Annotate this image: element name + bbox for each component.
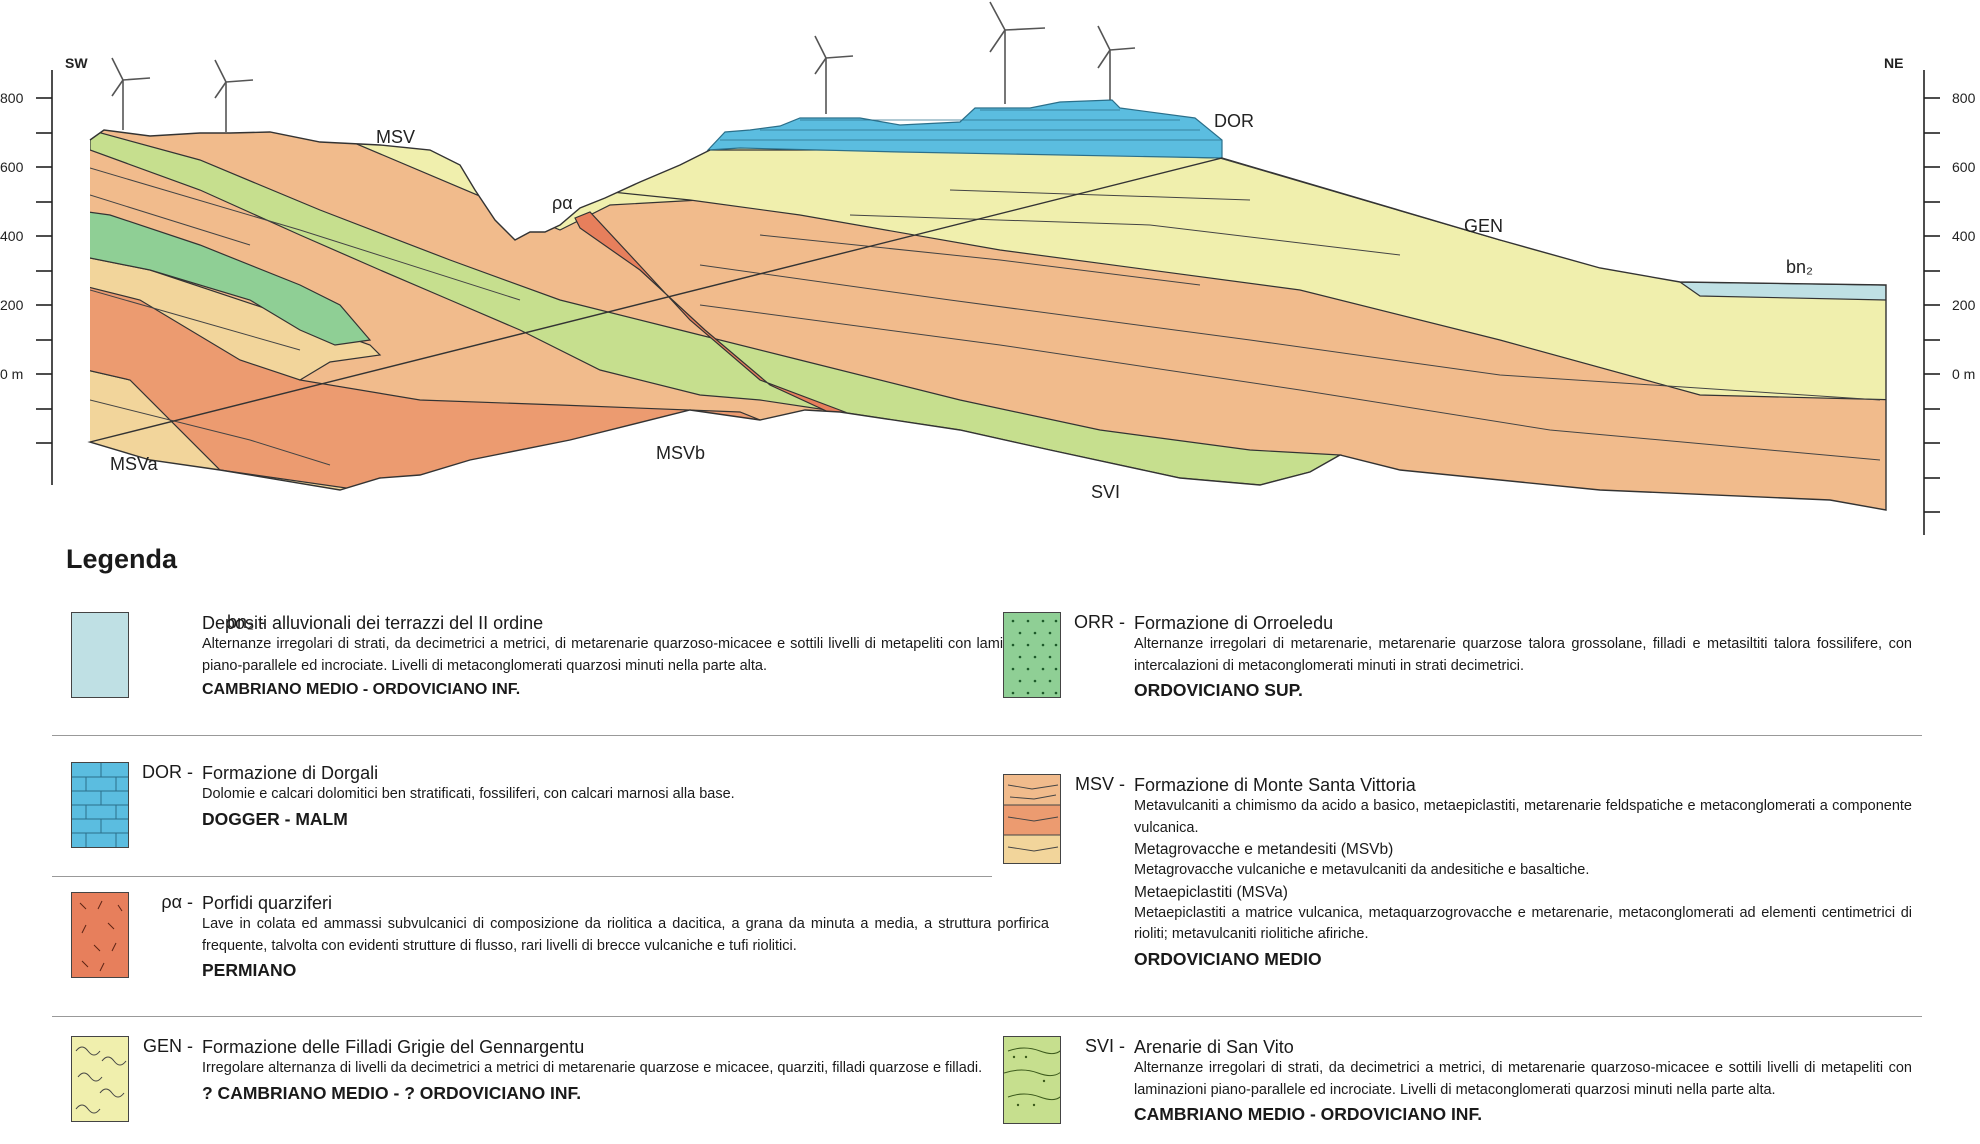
legend-item-title: Formazione di Monte Santa Vittoria [1134,775,1416,795]
legend-item-title: Arenarie di San Vito [1134,1037,1294,1057]
legend-item-title: Depositi alluvionali dei terrazzi del II… [202,613,544,633]
legend-item-desc: Irregolare alternanza di livelli da deci… [202,1060,983,1076]
legend-item-age: CAMBRIANO MEDIO - ORDOVICIANO INF. [1134,1104,1483,1124]
wind-turbine-icon [989,1,1046,104]
elevation-axis-right [1923,70,1940,535]
label-dor: DOR [1214,111,1254,131]
legend-separator [52,876,992,877]
legend-item-age: ORDOVICIANO MEDIO [1134,948,1322,969]
legend-item-title: Formazione di Orroeledu [1134,613,1334,633]
legend-item-desc: Alternanze irregolari di strati, da deci… [1134,1060,1912,1098]
swatch-dor [71,762,129,848]
legend-item-age: CAMBRIANO MEDIO - ORDOVICIANO INF. [202,681,521,698]
legend-item-age: ORDOVICIANO SUP. [1134,680,1303,700]
axis-right-tick: 200 [1952,297,1976,313]
legend-item-age: PERMIANO [202,960,297,980]
axis-left-tick: 400 [0,228,24,244]
legend-code: SVI - [1084,1036,1125,1056]
axis-left-tick: 0 m [0,366,23,382]
legend-code: ORR - [1074,612,1125,632]
dor-cap [706,99,1223,159]
legend-subitem-desc: Metaepiclastiti a matrice vulcanica, met… [1134,904,1912,943]
legend-code: DOR - [142,762,193,782]
label-rho: ρα [552,193,573,213]
orr-layer [90,199,372,346]
label-gen: GEN [1464,216,1503,236]
bedding-lines [90,167,1881,466]
legend-subitem-desc: Metagrovacche vulcaniche e metavulcaniti… [1134,862,1590,878]
legend-item-title: Porfidi quarziferi [202,893,333,913]
legend-item-age: ? CAMBRIANO MEDIO - ? ORDOVICIANO INF. [202,1082,582,1103]
dor-bricks [720,109,1222,141]
legend-item-age: DOGGER - MALM [202,808,348,829]
swatch-gen [71,1036,129,1122]
legend-separator [52,735,1922,736]
wind-turbine-icon [214,59,254,132]
wind-turbine-icon [1097,25,1136,100]
swatch-bn2 [71,612,129,698]
axis-right-tick: 0 m [1952,366,1975,382]
legend-item-desc: Alternanze irregolari di metarenarie, me… [1134,636,1912,674]
wind-turbine-icon [111,57,151,130]
label-bn2: bn₂ [1786,257,1813,277]
axis-left-tick: 200 [0,297,24,313]
legend-item-title: Formazione di Dorgali [202,763,379,783]
label-svi: SVI [1091,482,1120,502]
elevation-axis-left [36,70,53,485]
legend-subitem-title: Metagrovacche e metandesiti (MSVb) [1134,841,1394,858]
legend-code: ρα - [161,892,193,912]
msva-tongue [90,239,382,381]
swatch-orr [1003,612,1061,698]
direction-ne: NE [1884,55,1903,71]
legend-item-title: Formazione delle Filladi Grigie del Genn… [202,1037,585,1057]
label-msva: MSVa [110,454,159,474]
axis-right-tick: 800 [1952,90,1976,106]
legend-item-desc: Metavulcaniti a chimismo da acido a basi… [1134,798,1912,836]
legend-item-desc: Dolomie e calcari dolomitici ben stratif… [202,786,735,802]
axis-left-tick: 800 [0,90,24,106]
swatch-rho [71,892,129,978]
legend-code: MSV - [1074,774,1125,794]
axis-left-tick: 600 [0,159,24,175]
swatch-msv [1003,774,1061,864]
legend-separator [52,1016,1922,1017]
section-outline [87,129,1887,511]
legend-code: bn₂ - [226,612,265,632]
legend-item-desc: Alternanze irregolari di strati, da deci… [202,636,1049,674]
legend-title: Legenda [66,544,178,574]
strata [90,130,1886,510]
legend-item-desc: Lave in colata ed ammassi subvulcanici d… [202,916,1049,954]
axis-right-tick: 400 [1952,228,1976,244]
legend-code: GEN - [142,1036,193,1056]
geological-cross-section: 800 600 400 200 0 m 800 600 400 200 0 m … [0,1,1976,535]
swatch-svi [1003,1036,1061,1124]
direction-sw: SW [65,55,88,71]
label-msvb: MSVb [656,443,705,463]
axis-right-tick: 600 [1952,159,1976,175]
wind-turbine-icon [814,35,854,114]
legend-subitem-title: Metaepiclastiti (MSVa) [1134,883,1288,901]
label-msv: MSV [376,127,415,147]
